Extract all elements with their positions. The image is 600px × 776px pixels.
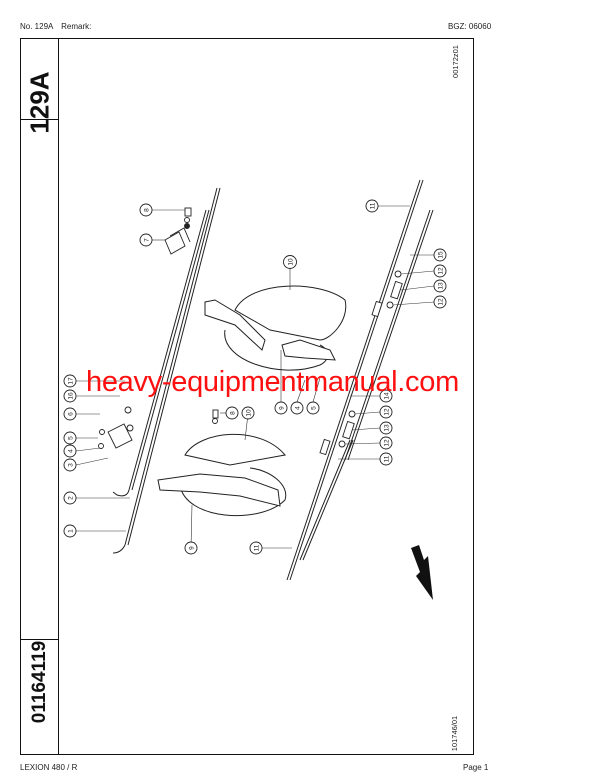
svg-text:2: 2 bbox=[67, 496, 74, 500]
callout-10-lower: 10 bbox=[241, 406, 255, 420]
sheet-number-label: No. 129A bbox=[20, 22, 53, 31]
svg-text:12: 12 bbox=[437, 298, 444, 306]
callout-12-c: 12 bbox=[379, 405, 393, 419]
title-divider-top bbox=[21, 119, 59, 120]
leader-lines bbox=[75, 205, 435, 549]
hardware bbox=[98, 207, 403, 456]
svg-text:12: 12 bbox=[383, 439, 390, 447]
svg-text:10: 10 bbox=[287, 258, 294, 266]
callout-12-a: 12 bbox=[433, 264, 447, 278]
callout-13-b: 13 bbox=[379, 421, 393, 435]
callout-11-mid: 11 bbox=[379, 452, 393, 466]
callout-5-left: 5 bbox=[63, 431, 77, 445]
title-divider-bottom bbox=[21, 639, 59, 640]
svg-text:12: 12 bbox=[383, 408, 390, 416]
callout-6: 6 bbox=[63, 407, 77, 421]
rod-1 bbox=[124, 187, 221, 546]
callout-8-lower: 8 bbox=[225, 406, 239, 420]
svg-text:11: 11 bbox=[369, 202, 376, 209]
svg-text:7: 7 bbox=[143, 238, 150, 242]
callout-12-b: 12 bbox=[433, 295, 447, 309]
upper-disc-assembly bbox=[204, 285, 347, 371]
remark-label: Remark: bbox=[61, 22, 92, 31]
callout-4-left: 4 bbox=[63, 444, 77, 458]
rod-15 bbox=[344, 209, 434, 461]
model-label: LEXION 480 / R bbox=[20, 763, 78, 772]
callout-9-mid: 9 bbox=[274, 401, 288, 415]
svg-text:5: 5 bbox=[67, 436, 74, 440]
callout-9-lower: 9 bbox=[184, 541, 198, 555]
callout-12-d: 12 bbox=[379, 436, 393, 450]
svg-text:4: 4 bbox=[67, 449, 74, 453]
callout-4-mid: 4 bbox=[290, 401, 304, 415]
svg-text:11: 11 bbox=[253, 544, 260, 551]
callout-10-top: 10 bbox=[283, 255, 297, 269]
svg-text:13: 13 bbox=[437, 282, 444, 290]
svg-text:8: 8 bbox=[229, 411, 236, 415]
watermark-text: heavy-equipmentmanual.com bbox=[86, 366, 459, 398]
svg-text:11: 11 bbox=[383, 455, 390, 462]
svg-text:1: 1 bbox=[67, 529, 74, 533]
rod-14 bbox=[299, 439, 354, 561]
callout-3: 3 bbox=[63, 458, 77, 472]
callout-2: 2 bbox=[63, 491, 77, 505]
svg-text:9: 9 bbox=[188, 546, 195, 550]
direction-arrow-icon bbox=[411, 545, 433, 600]
rod-11 bbox=[286, 179, 424, 581]
svg-text:17: 17 bbox=[67, 377, 74, 385]
page-number: Page 1 bbox=[463, 763, 489, 772]
svg-text:10: 10 bbox=[245, 409, 252, 417]
title-column: 129A 01164119 bbox=[21, 39, 59, 754]
svg-text:9: 9 bbox=[278, 406, 285, 410]
callout-13-a: 13 bbox=[433, 279, 447, 293]
svg-text:8: 8 bbox=[143, 208, 150, 212]
svg-text:6: 6 bbox=[67, 412, 74, 416]
svg-text:4: 4 bbox=[294, 406, 301, 410]
header-left: No. 129A Remark: bbox=[20, 22, 91, 31]
rod-2 bbox=[128, 209, 210, 491]
callout-16: 16 bbox=[63, 389, 77, 403]
svg-text:13: 13 bbox=[383, 424, 390, 432]
svg-text:16: 16 bbox=[67, 392, 74, 400]
callout-17: 17 bbox=[63, 374, 77, 388]
svg-text:3: 3 bbox=[67, 463, 74, 467]
bgz-code: BGZ: 06060 bbox=[448, 22, 492, 31]
callout-11-top: 11 bbox=[365, 199, 379, 213]
callout-14: 14 bbox=[379, 389, 393, 403]
svg-text:12: 12 bbox=[437, 267, 444, 275]
callout-5-mid: 5 bbox=[306, 401, 320, 415]
callout-1: 1 bbox=[63, 524, 77, 538]
lower-disc-assembly bbox=[157, 433, 287, 517]
callout-15: 15 bbox=[433, 248, 447, 262]
callout-8-top: 8 bbox=[139, 203, 153, 217]
svg-text:15: 15 bbox=[437, 251, 444, 259]
callout-11-lower: 11 bbox=[249, 541, 263, 555]
drawing-frame: 129A 01164119 00172z01 101746/01 bbox=[20, 38, 474, 755]
rods bbox=[112, 179, 434, 581]
callout-7: 7 bbox=[139, 233, 153, 247]
svg-text:5: 5 bbox=[310, 406, 317, 410]
svg-text:14: 14 bbox=[383, 392, 390, 400]
